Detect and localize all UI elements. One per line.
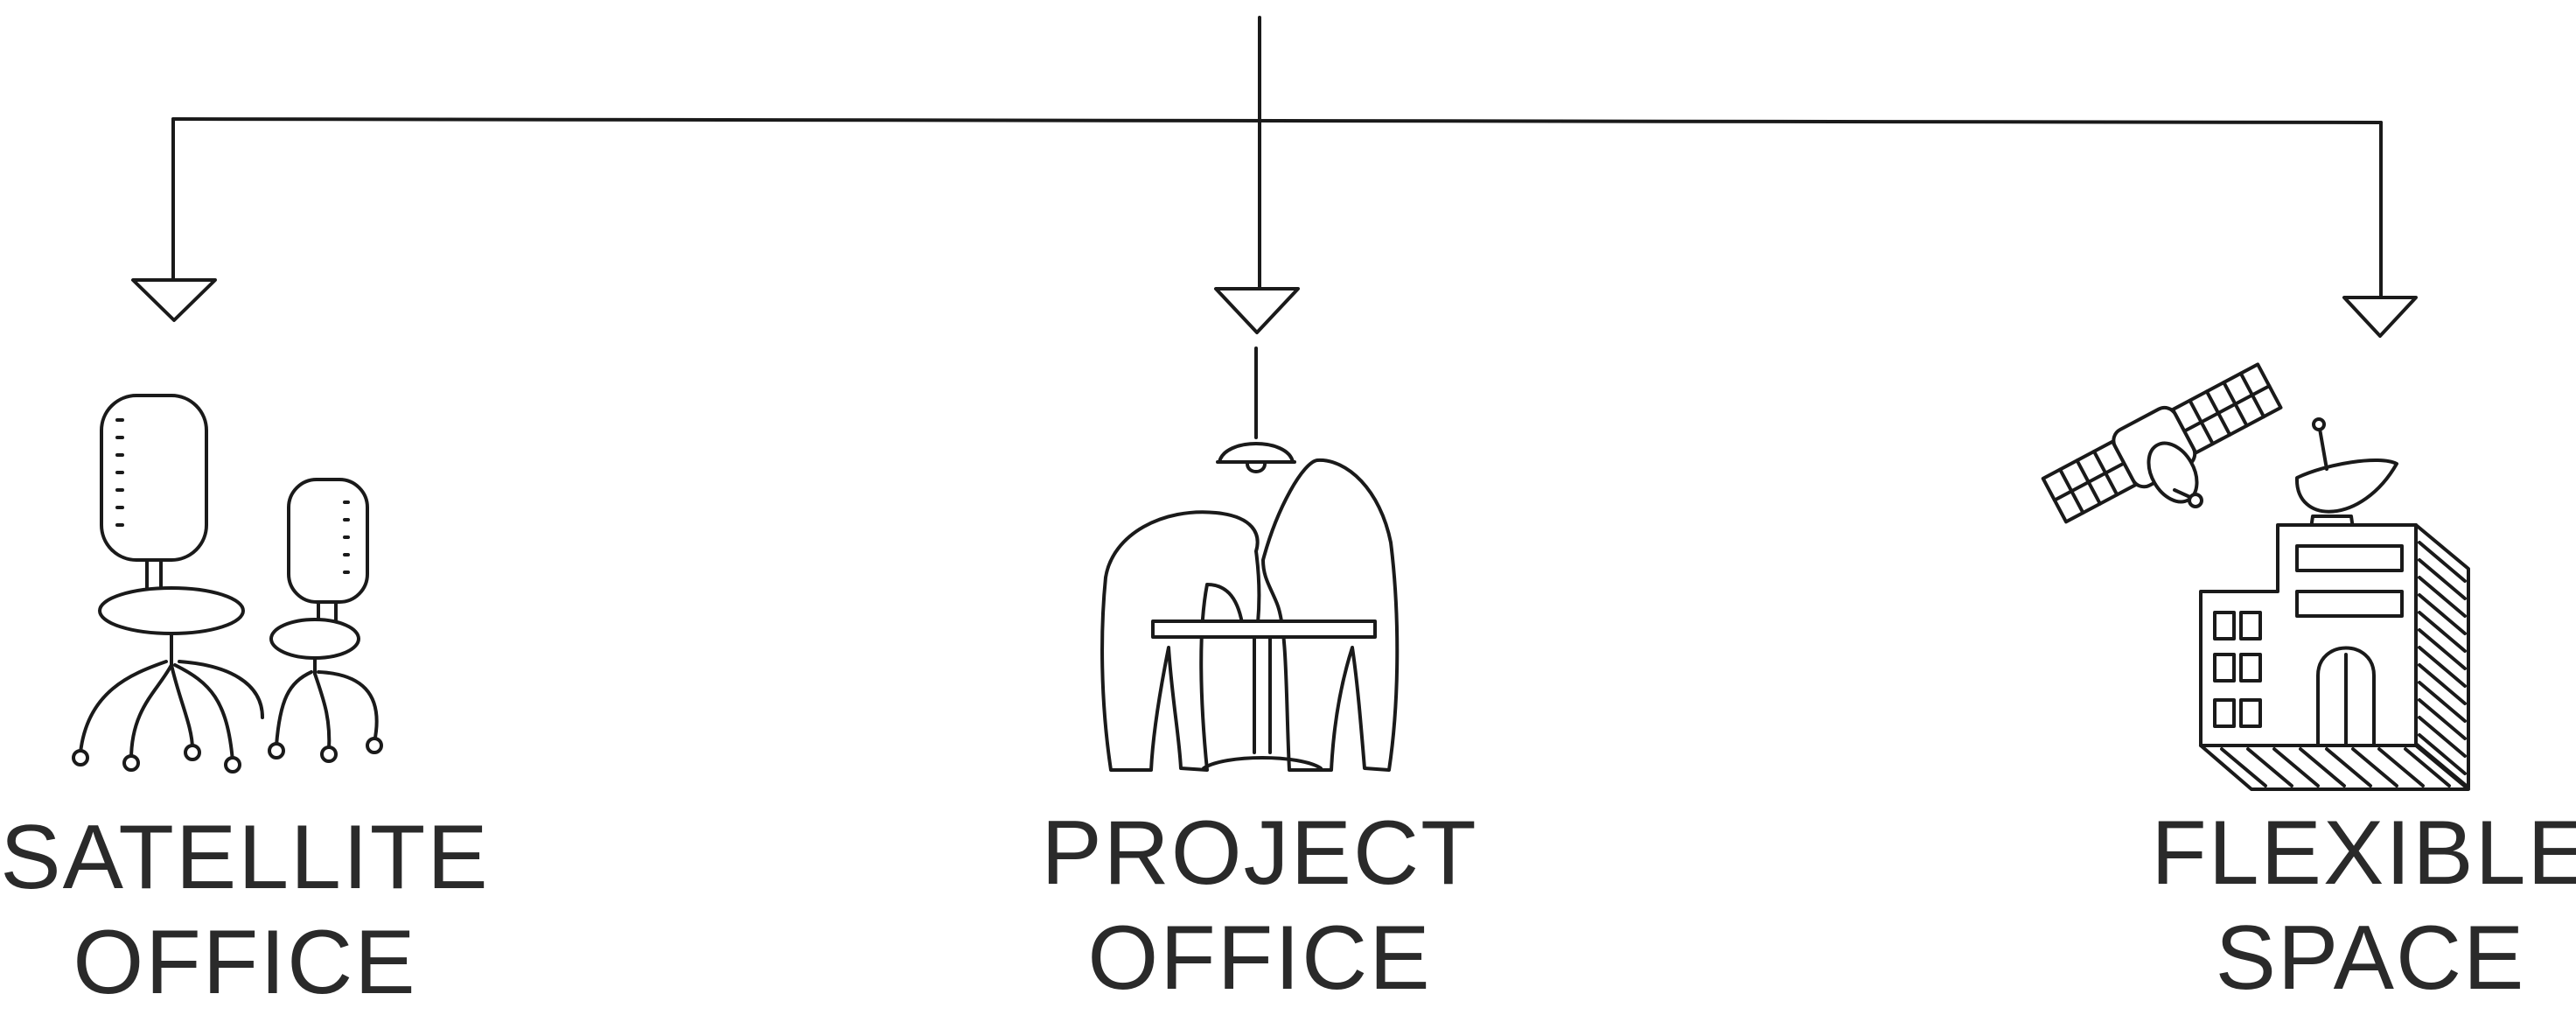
node-label-line2: SPACE — [2215, 907, 2526, 1009]
arrowhead-project — [1214, 287, 1300, 334]
building-satellite-icon — [2041, 362, 2470, 791]
arrowhead-satellite — [131, 278, 217, 322]
node-label-line1: PROJECT — [1041, 802, 1478, 904]
node-label-line2: OFFICE — [73, 912, 417, 1013]
node-label-satellite-office: SATELLITE OFFICE — [0, 805, 516, 1015]
node-label-line2: OFFICE — [1087, 907, 1432, 1009]
horizontal-branch-line — [171, 117, 2383, 124]
node-label-flexible-space: FLEXIBLE SPACE — [2099, 801, 2576, 1011]
node-label-line1: SATELLITE — [0, 807, 490, 908]
office-chairs-icon — [72, 394, 383, 774]
connector-lines — [171, 16, 2383, 299]
node-label-line1: FLEXIBLE — [2151, 802, 2576, 904]
arrowhead-flexible — [2342, 296, 2418, 338]
people-at-table-icon — [1100, 346, 1400, 772]
node-label-project-office: PROJECT OFFICE — [988, 801, 1531, 1011]
